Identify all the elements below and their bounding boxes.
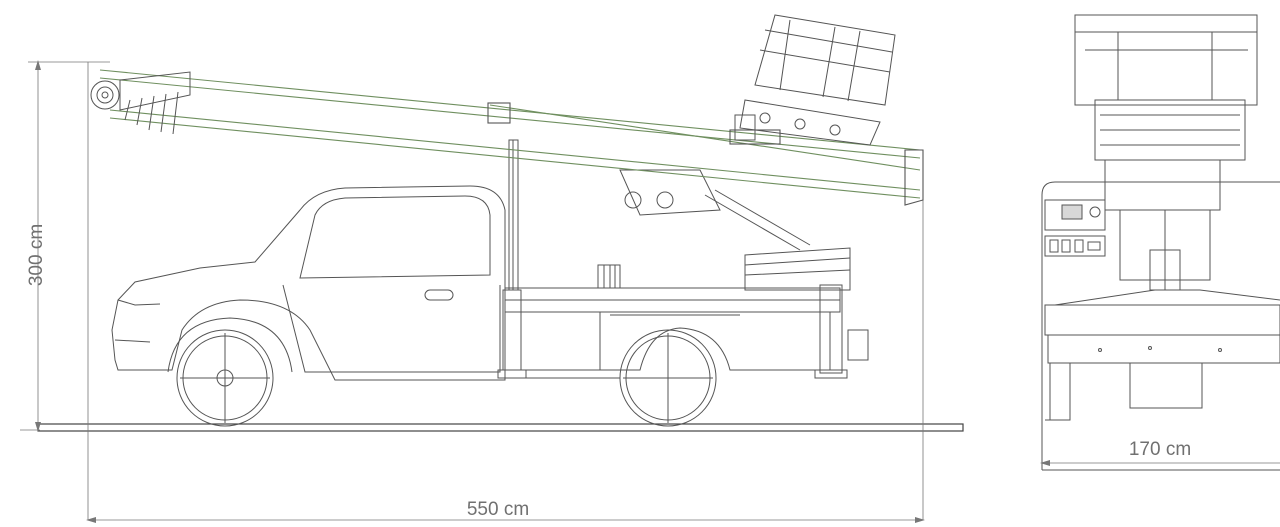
front-view bbox=[1041, 14, 1280, 471]
dimension-width bbox=[1040, 460, 1280, 466]
boom-pulley-head bbox=[90, 71, 191, 135]
boom-support-post bbox=[508, 139, 519, 291]
front-lift-column bbox=[1104, 159, 1221, 291]
truck-cab bbox=[111, 185, 506, 381]
height-dimension-label: 300 cm bbox=[26, 224, 47, 286]
front-chassis bbox=[1042, 289, 1280, 471]
bounding-outline bbox=[20, 61, 924, 520]
telescopic-boom bbox=[99, 69, 924, 206]
ground-plate bbox=[37, 423, 964, 432]
work-platform-basket bbox=[734, 14, 896, 146]
length-dimension-label: 550 cm bbox=[467, 499, 529, 520]
dimension-length bbox=[86, 517, 925, 523]
truck-bed bbox=[504, 264, 841, 379]
front-wheel bbox=[167, 317, 293, 427]
outriggers bbox=[497, 284, 869, 379]
rear-wheel bbox=[619, 329, 717, 427]
width-dimension-label: 170 cm bbox=[1129, 439, 1191, 460]
front-platform-basket bbox=[1074, 14, 1258, 161]
side-view bbox=[20, 14, 964, 520]
front-cab bbox=[1041, 181, 1280, 470]
dimension-height bbox=[35, 60, 41, 432]
boom-turntable bbox=[619, 169, 851, 291]
